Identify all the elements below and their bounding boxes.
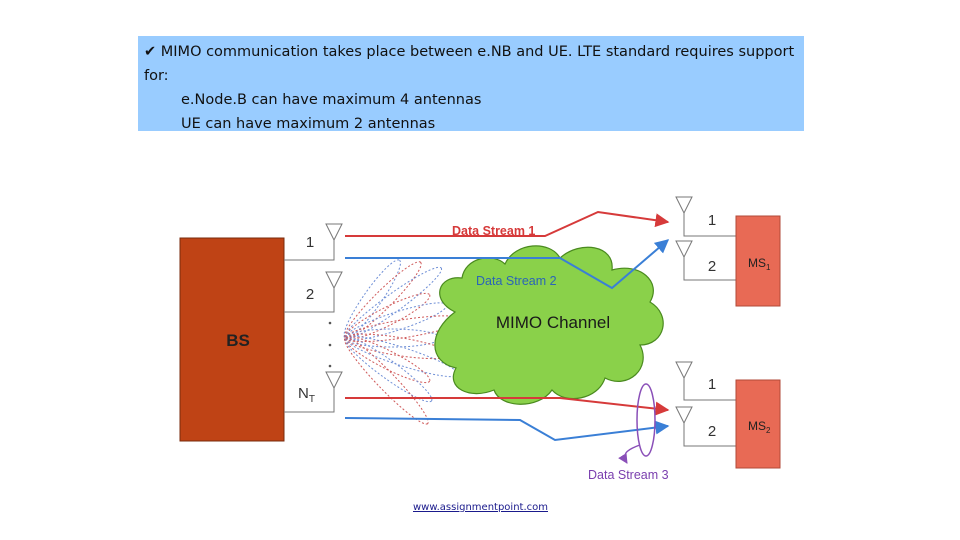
ms1-antenna-2-icon	[675, 240, 693, 259]
description-box: ✔ MIMO communication takes place between…	[138, 36, 804, 132]
description-line-2: for:	[144, 68, 169, 84]
ms2-antenna-2-label: 2	[708, 423, 716, 440]
bs-antenna-nt-icon	[325, 371, 343, 390]
beam-lobe	[343, 337, 429, 425]
data-stream-1-arrow	[345, 210, 670, 237]
data-stream-1-label: Data Stream 1	[452, 224, 535, 238]
ms1-box	[735, 215, 781, 307]
footer-link[interactable]: www.assignmentpoint.com	[413, 502, 548, 513]
beam-lobe	[343, 259, 401, 339]
beam-lobe	[344, 266, 443, 340]
data-stream-3a-arrow	[345, 397, 670, 416]
ms1-antenna-1-icon	[675, 196, 693, 215]
description-line-4: UE can have maximum 2 antennas	[181, 116, 436, 132]
beam-lobe	[344, 292, 431, 340]
bs-antenna-nt-label: NT	[298, 385, 315, 405]
ms2-label: MS2	[748, 419, 771, 435]
bs-antenna-2-label: 2	[306, 286, 314, 303]
ms1-antenna-2-label: 2	[708, 258, 716, 275]
data-stream-3-grouping-ellipse	[636, 383, 656, 457]
bs-antenna-1-icon	[325, 223, 343, 242]
bs-feed-lines	[284, 240, 335, 413]
data-stream-2-arrow	[345, 239, 670, 290]
bs-antenna-ellipsis	[328, 321, 332, 368]
ms1-antenna-1-label: 1	[708, 212, 716, 229]
data-stream-2-label: Data Stream 2	[476, 274, 557, 288]
ms2-box	[735, 379, 781, 469]
bs-antenna-1-label: 1	[306, 234, 314, 251]
ms2-feed-lines	[683, 378, 736, 447]
mimo-channel-label: MIMO Channel	[496, 313, 610, 332]
beam-lobe	[343, 261, 422, 340]
data-stream-3-label: Data Stream 3	[588, 468, 669, 482]
ms1-feed-lines	[683, 213, 736, 281]
ms2-antenna-1-label: 1	[708, 376, 716, 393]
ms1-label: MS1	[748, 256, 771, 272]
beam-lobe	[344, 336, 431, 384]
ms2-antenna-1-icon	[675, 361, 693, 380]
data-stream-3b-arrow	[344, 417, 670, 442]
description-text-1: MIMO communication takes place between e…	[160, 44, 795, 60]
description-line-1: ✔ MIMO communication takes place between…	[144, 40, 798, 64]
bs-antenna-2-icon	[325, 271, 343, 290]
bs-label: BS	[226, 331, 250, 350]
check-icon: ✔	[144, 44, 157, 60]
description-line-3: e.Node.B can have maximum 4 antennas	[181, 92, 482, 108]
ms2-antenna-2-icon	[675, 406, 693, 425]
beam-lobe	[344, 336, 433, 403]
data-stream-3-pointer	[618, 444, 641, 464]
bs-box	[179, 237, 285, 442]
